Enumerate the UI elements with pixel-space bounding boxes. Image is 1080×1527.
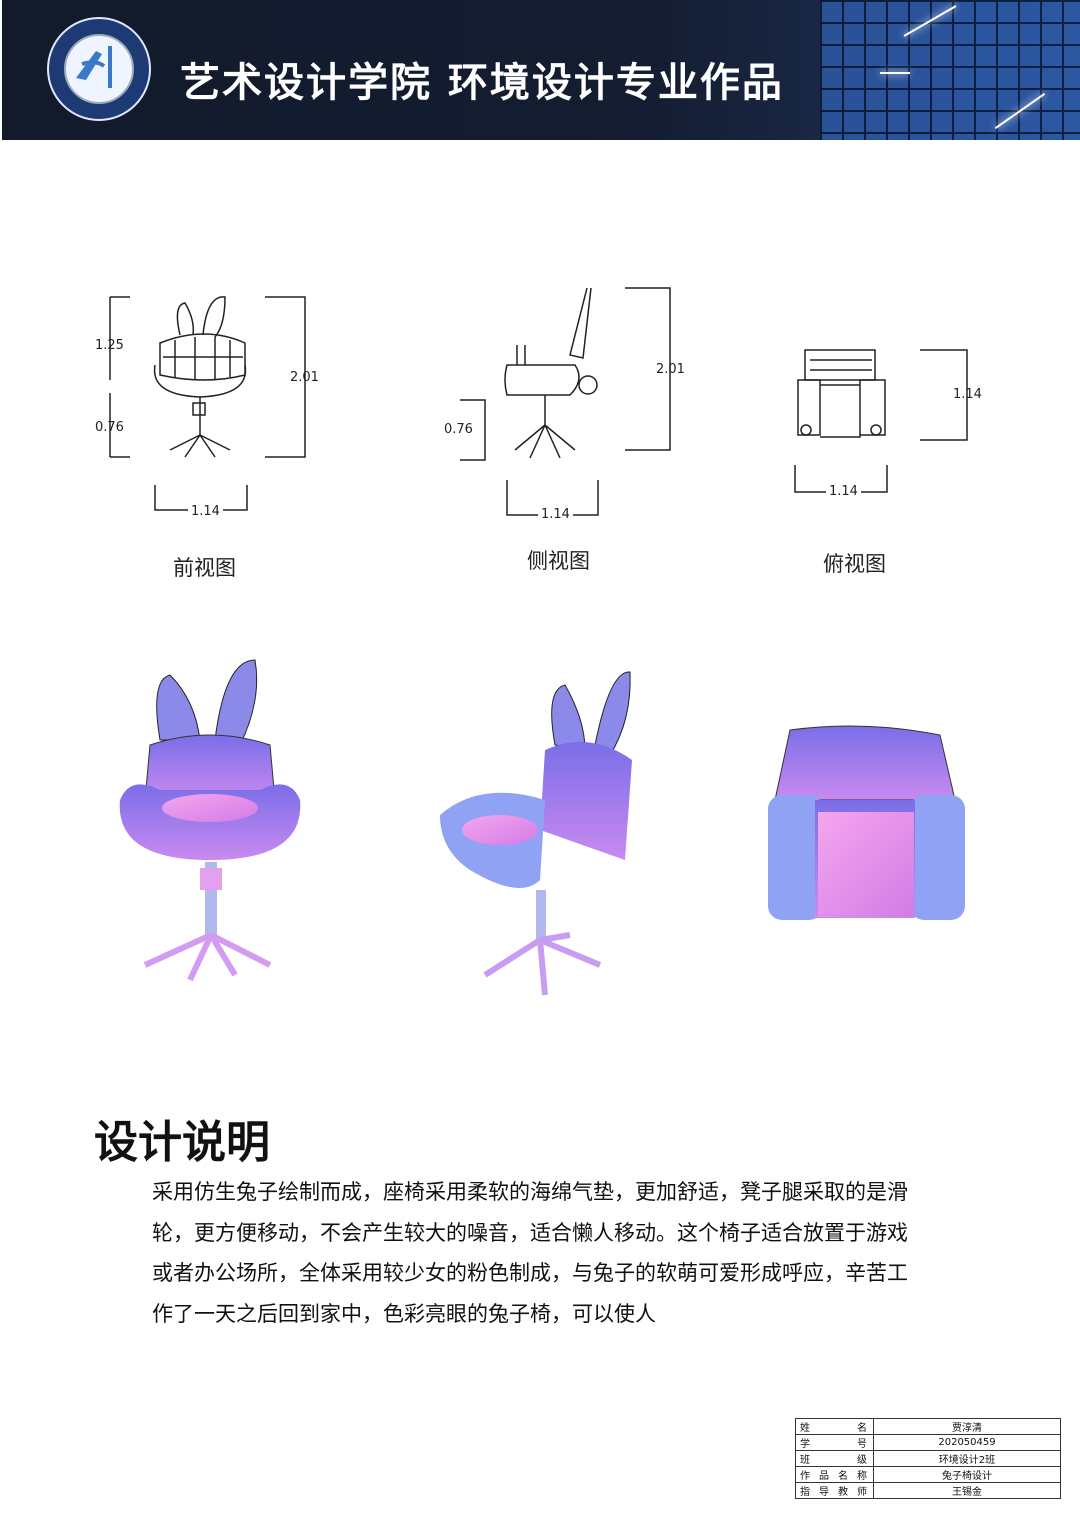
info-label: 姓名 [795,1418,874,1435]
table-row: 姓名贾淳清 [795,1418,1061,1435]
dimension-label: 2.01 [656,362,685,377]
info-label: 作品名称 [795,1466,874,1483]
sparkle-icon [880,72,910,74]
dimension-label: 1.14 [538,507,573,522]
header-banner: 艺术设计学院 环境设计专业作品 [2,0,1080,140]
dimension-label: 1.14 [826,484,861,499]
top-view-drawing [794,349,968,493]
dimension-label: 1.25 [95,338,124,353]
university-logo [47,17,151,121]
view-caption: 俯视图 [823,552,886,576]
table-row: 作品名称兔子椅设计 [795,1466,1061,1483]
description-title: 设计说明 [94,1117,270,1168]
info-value: 兔子椅设计 [873,1466,1061,1483]
table-row: 指导教师王锡金 [795,1482,1061,1499]
decorative-grid [820,0,1080,140]
info-value: 环境设计2班 [873,1450,1061,1467]
table-row: 班级环境设计2班 [795,1450,1061,1467]
info-value: 贾淳清 [873,1418,1061,1435]
info-value: 王锡金 [873,1482,1061,1499]
side-render [440,671,632,996]
info-value: 202050459 [873,1434,1061,1451]
chair-renders [119,659,965,996]
header-title: 艺术设计学院 环境设计专业作品 [180,60,784,106]
dimension-label: 1.14 [953,387,982,402]
dimension-label: 0.76 [95,420,124,435]
description-text: 采用仿生兔子绘制而成，座椅采用柔软的海绵气垫，更加舒适，凳子腿采取的是滑轮，更方… [152,1180,908,1327]
view-caption: 侧视图 [527,549,590,573]
info-label: 学号 [795,1434,874,1451]
dimension-label: 0.76 [444,422,473,437]
info-label: 指导教师 [795,1482,874,1499]
dimension-label: 2.01 [290,370,319,385]
info-label: 班级 [795,1450,874,1467]
dimension-label: 1.14 [188,504,223,519]
view-caption: 前视图 [173,556,236,580]
front-render [119,659,301,982]
top-render [768,725,965,920]
